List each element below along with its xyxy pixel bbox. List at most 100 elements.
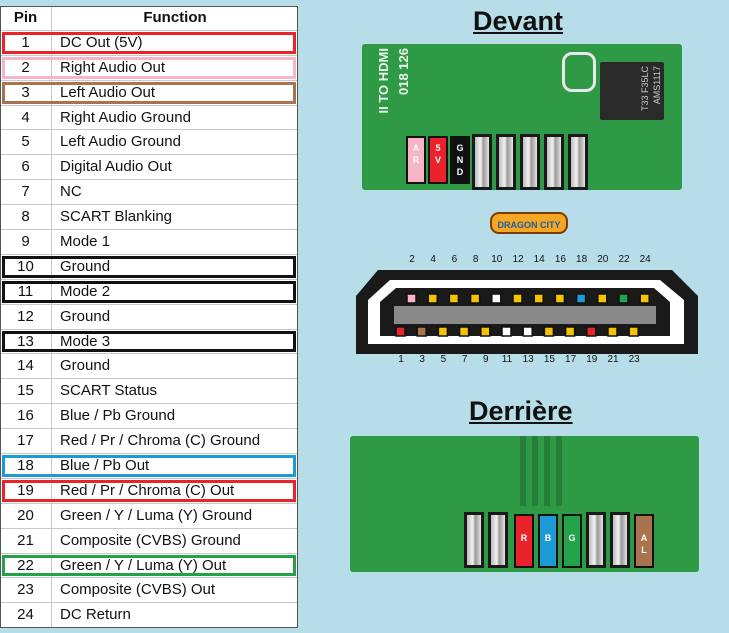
header-pin: Pin [0,6,52,30]
front-label-tag: A R [406,136,426,184]
top-pin-number: 8 [472,254,479,265]
table-header: Pin Function [0,6,298,31]
bottom-pin-number: 7 [461,354,468,365]
pin-function: Mode 3 [60,332,111,350]
bottom-pin-number: 5 [440,354,447,365]
hdmi-top-pin [575,293,587,304]
back-label-tag: G [562,514,582,568]
front-title: Devant [473,6,564,36]
back-label-tag: A L [634,514,654,568]
pin-function: SCART Status [60,382,157,400]
pin-function: SCART Blanking [60,208,173,226]
hdmi-bottom-pin [543,326,555,337]
pin-function: Ground [60,257,111,275]
top-pin-number: 14 [533,254,545,265]
hdmi-bottom-pin [586,326,597,337]
pin-number: 10 [0,254,52,279]
top-pin-number: 22 [618,254,630,265]
bottom-pin-number: 15 [543,354,555,365]
hdmi-bottom-pin [522,326,533,337]
bottom-pin-number: 1 [398,354,404,365]
chip-text-2: T33 F35LC [640,66,650,112]
top-pin-number: 10 [491,254,503,265]
pin-number: 16 [0,404,52,429]
pin-number: 20 [0,503,52,528]
pin-function: Green / Y / Luma (Y) Out [60,556,227,574]
pin-function: Left Audio Out [60,83,156,101]
hdmi-top-pin [406,293,417,304]
back-pad [464,512,484,568]
table-row: 10 Ground [0,254,298,280]
header-function: Function [143,9,207,26]
pin-function: NC [60,183,82,201]
pin-number: 14 [0,354,52,379]
trace [556,436,562,506]
pin-function: Mode 1 [60,233,111,251]
back-pad [610,512,630,568]
hdmi-bottom-pin [501,326,512,337]
hdmi-top-pin [639,293,650,304]
hdmi-bottom-pin [416,326,427,337]
dragon-city-logo-icon: DRAGON CITY [490,212,568,234]
hdmi-top-pin [491,293,502,304]
pin-number: 9 [0,230,52,254]
front-label-tag: 5 V [428,136,448,184]
pin-function: Blue / Pb Ground [60,407,176,425]
back-label-tag: R [514,514,534,568]
top-pin-number: 4 [430,254,436,265]
hdmi-top-pin [618,293,629,304]
top-pin-number: 18 [576,254,588,265]
board-text-2: II TO HDMI [376,48,391,114]
front-pad [496,134,516,190]
hdmi-top-pin [469,293,481,304]
pin-function: DC Out (5V) [60,33,143,51]
front-pad [568,134,588,190]
bottom-pin-number: 17 [565,354,577,365]
bottom-pin-number: 19 [586,354,598,365]
hdmi-top-pin [448,293,460,304]
top-pin-number: 12 [512,254,524,265]
pin-function: Ground [60,357,111,375]
top-pin-number: 6 [451,254,458,265]
hdmi-bottom-pin [437,326,449,337]
pin-function: Ground [60,307,111,325]
chip-text: AMS1117 [652,66,662,105]
trace [544,436,550,506]
chip: AMS1117 T33 F35LC [600,62,664,120]
trace [532,436,538,506]
pin-number: 12 [0,304,52,329]
pin-function: Composite (CVBS) Out [60,581,216,599]
bottom-pin-number: 11 [501,354,513,365]
pin-number: 8 [0,205,52,230]
hdmi-bottom-pin [395,326,406,337]
back-pad [586,512,606,568]
back-pad [488,512,508,568]
front-pad [472,134,492,190]
pin-number: 7 [0,180,52,205]
pin-number: 5 [0,130,52,155]
top-pin-number: 20 [597,254,609,265]
back-label-tag: B [538,514,558,568]
pin-number: 1 [0,30,52,55]
back-title: Derrière [469,396,573,426]
pin-number: 11 [0,279,52,304]
hdmi-bottom-pin [458,326,470,337]
pin-function: Right Audio Out [60,58,166,76]
pin-number: 17 [0,429,52,454]
pin-number: 19 [0,478,52,503]
table-row: 22 Green / Y / Luma (Y) Out [0,553,298,579]
pin-number: 22 [0,553,52,578]
hdmi-top-pin [554,293,566,304]
table-row: 8 SCART Blanking [0,205,298,231]
